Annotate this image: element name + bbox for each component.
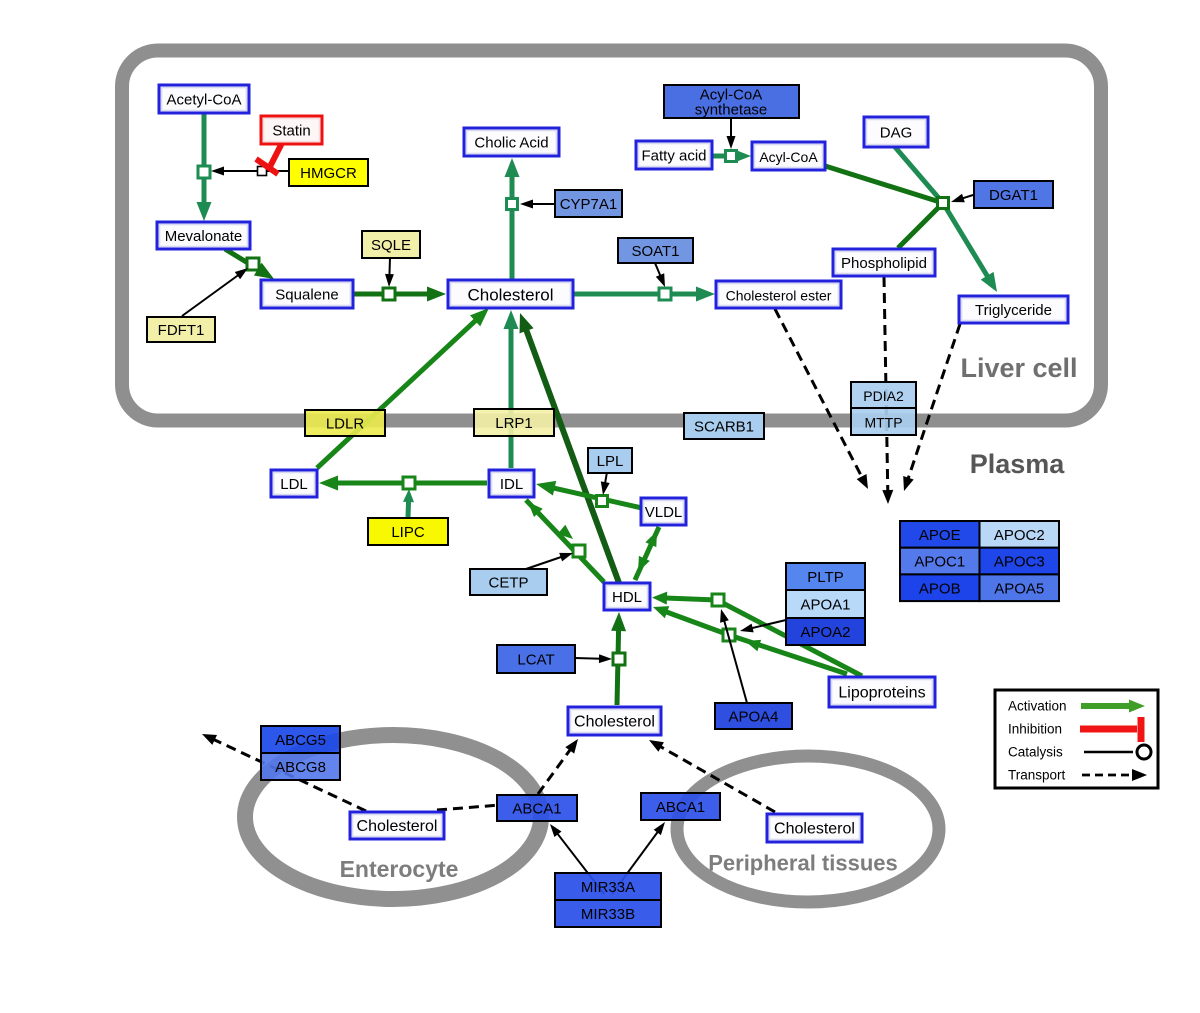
svg-text:MIR33B: MIR33B bbox=[581, 906, 635, 923]
svg-text:FDFT1: FDFT1 bbox=[158, 322, 205, 339]
svg-text:Cholesterol ester: Cholesterol ester bbox=[726, 288, 832, 304]
svg-text:LRP1: LRP1 bbox=[495, 415, 533, 432]
svg-text:APOA4: APOA4 bbox=[728, 709, 778, 726]
svg-text:Lipoproteins: Lipoproteins bbox=[838, 685, 925, 702]
svg-text:Transport: Transport bbox=[1008, 768, 1066, 783]
svg-text:Acyl-CoA: Acyl-CoA bbox=[700, 87, 763, 104]
svg-text:HMGCR: HMGCR bbox=[300, 165, 357, 182]
svg-text:LCAT: LCAT bbox=[517, 652, 554, 669]
svg-text:LDLR: LDLR bbox=[326, 416, 365, 433]
svg-text:APOC3: APOC3 bbox=[994, 554, 1045, 571]
svg-text:Cholesterol: Cholesterol bbox=[468, 286, 554, 305]
svg-text:Squalene: Squalene bbox=[275, 287, 338, 304]
svg-text:MIR33A: MIR33A bbox=[581, 879, 635, 896]
svg-text:Cholesterol: Cholesterol bbox=[357, 818, 438, 835]
svg-text:Acyl-CoA: Acyl-CoA bbox=[759, 149, 818, 165]
svg-text:HDL: HDL bbox=[612, 589, 642, 606]
svg-text:LIPC: LIPC bbox=[391, 524, 425, 541]
svg-text:MTTP: MTTP bbox=[864, 415, 902, 431]
svg-text:VLDL: VLDL bbox=[645, 504, 683, 521]
svg-text:CYP7A1: CYP7A1 bbox=[560, 196, 618, 213]
svg-text:APOC2: APOC2 bbox=[994, 527, 1045, 544]
svg-text:DAG: DAG bbox=[880, 125, 913, 142]
svg-text:Liver cell: Liver cell bbox=[960, 353, 1077, 383]
svg-text:Cholic Acid: Cholic Acid bbox=[474, 135, 548, 152]
svg-text:Plasma: Plasma bbox=[970, 449, 1066, 479]
svg-text:LDL: LDL bbox=[280, 476, 308, 493]
svg-text:PLTP: PLTP bbox=[807, 569, 843, 586]
svg-text:Inhibition: Inhibition bbox=[1008, 722, 1062, 737]
svg-text:Fatty acid: Fatty acid bbox=[641, 148, 706, 165]
svg-text:CETP: CETP bbox=[488, 575, 528, 592]
svg-text:Peripheral tissues: Peripheral tissues bbox=[708, 851, 898, 876]
svg-text:Acetyl-CoA: Acetyl-CoA bbox=[166, 92, 241, 109]
svg-text:IDL: IDL bbox=[500, 476, 523, 493]
svg-text:APOB: APOB bbox=[919, 580, 961, 597]
svg-text:Cholesterol: Cholesterol bbox=[774, 821, 855, 838]
svg-text:Phospholipid: Phospholipid bbox=[841, 255, 927, 272]
svg-text:ABCA1: ABCA1 bbox=[656, 799, 705, 816]
svg-text:Catalysis: Catalysis bbox=[1008, 745, 1063, 760]
svg-text:SOAT1: SOAT1 bbox=[631, 243, 679, 260]
svg-text:Enterocyte: Enterocyte bbox=[340, 856, 459, 882]
svg-text:APOA5: APOA5 bbox=[994, 580, 1044, 597]
svg-text:synthetase: synthetase bbox=[695, 102, 768, 119]
svg-text:ABCG5: ABCG5 bbox=[275, 732, 326, 749]
svg-text:SQLE: SQLE bbox=[371, 237, 411, 254]
svg-text:ABCG8: ABCG8 bbox=[275, 759, 326, 776]
svg-text:APOC1: APOC1 bbox=[914, 554, 965, 571]
svg-text:LPL: LPL bbox=[597, 453, 624, 470]
svg-text:APOA2: APOA2 bbox=[800, 624, 850, 641]
svg-text:APOA1: APOA1 bbox=[800, 597, 850, 614]
svg-text:Statin: Statin bbox=[272, 123, 310, 140]
svg-text:ABCA1: ABCA1 bbox=[512, 801, 561, 818]
svg-text:APOE: APOE bbox=[919, 527, 961, 544]
svg-text:Activation: Activation bbox=[1008, 699, 1067, 714]
svg-text:Triglyceride: Triglyceride bbox=[975, 302, 1052, 319]
svg-text:DGAT1: DGAT1 bbox=[989, 187, 1038, 204]
svg-text:PDIA2: PDIA2 bbox=[863, 388, 904, 404]
svg-text:Mevalonate: Mevalonate bbox=[165, 228, 243, 245]
svg-text:SCARB1: SCARB1 bbox=[694, 419, 754, 436]
svg-text:Cholesterol: Cholesterol bbox=[574, 714, 655, 731]
